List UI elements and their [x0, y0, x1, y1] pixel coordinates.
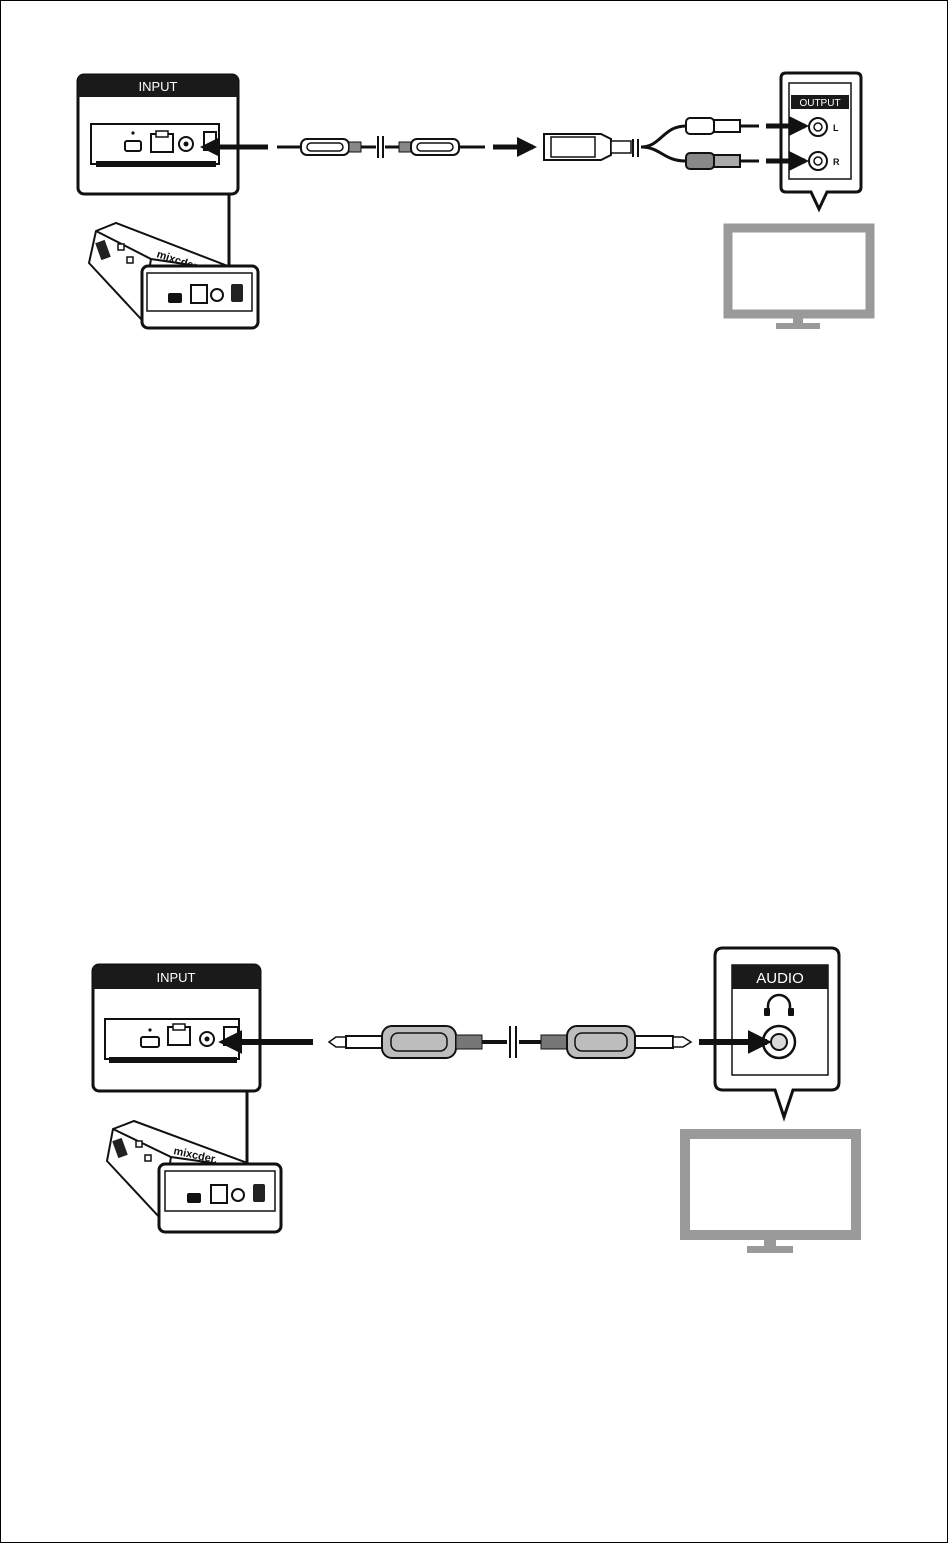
diagram-rca-connection: INPUT mix	[78, 73, 870, 329]
output-callout: OUTPUT L R	[766, 73, 861, 209]
input-label-2: INPUT	[157, 970, 196, 985]
transmitter-device-drawing-2: mixcder.	[107, 1121, 281, 1232]
audio-label: AUDIO	[756, 970, 804, 987]
transmitter-device-drawing: mixcder.	[89, 223, 258, 328]
channel-left-label: L	[833, 123, 839, 133]
aux-cable-icon	[277, 136, 485, 158]
device-side-panel	[91, 124, 219, 167]
rca-adapter-icon	[544, 118, 759, 169]
tv-icon-2	[685, 1134, 856, 1253]
input-callout-2: INPUT	[93, 965, 313, 1091]
diagram-aux-connection: INPUT mixcder.	[93, 948, 856, 1253]
output-label: OUTPUT	[799, 98, 840, 109]
channel-right-label: R	[833, 157, 840, 167]
hdmi-port-icon	[141, 1037, 159, 1047]
hdmi-port-icon	[125, 141, 141, 151]
audio-callout: AUDIO	[699, 948, 839, 1117]
device-side-panel-2	[105, 1019, 239, 1063]
input-label: INPUT	[139, 79, 178, 94]
input-callout: INPUT	[78, 75, 268, 194]
tv-icon	[728, 228, 870, 329]
aux-cable-icon-2	[329, 1026, 691, 1058]
